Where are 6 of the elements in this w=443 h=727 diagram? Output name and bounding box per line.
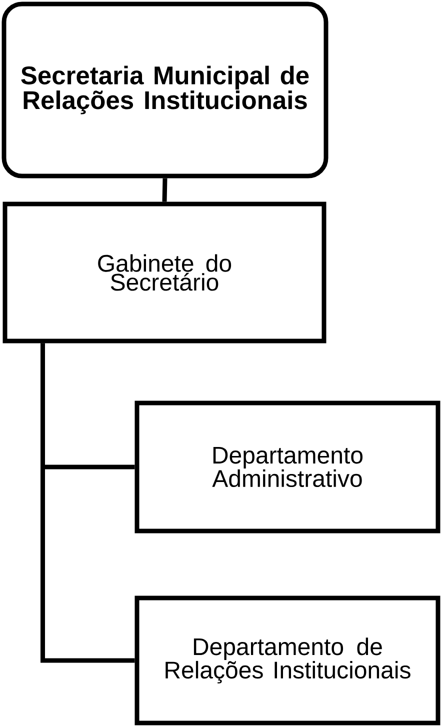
- department-box: Departamento de Relações Institucionais: [134, 596, 440, 726]
- connector-line: [40, 343, 135, 663]
- connector-line: [162, 178, 168, 202]
- office-box: Secretaria Municipal de Relações Institucionais: [2, 2, 328, 178]
- department-box: Departamento Administrativo: [134, 400, 440, 534]
- cabinet-box: Gabinete do Secretário: [2, 202, 326, 344]
